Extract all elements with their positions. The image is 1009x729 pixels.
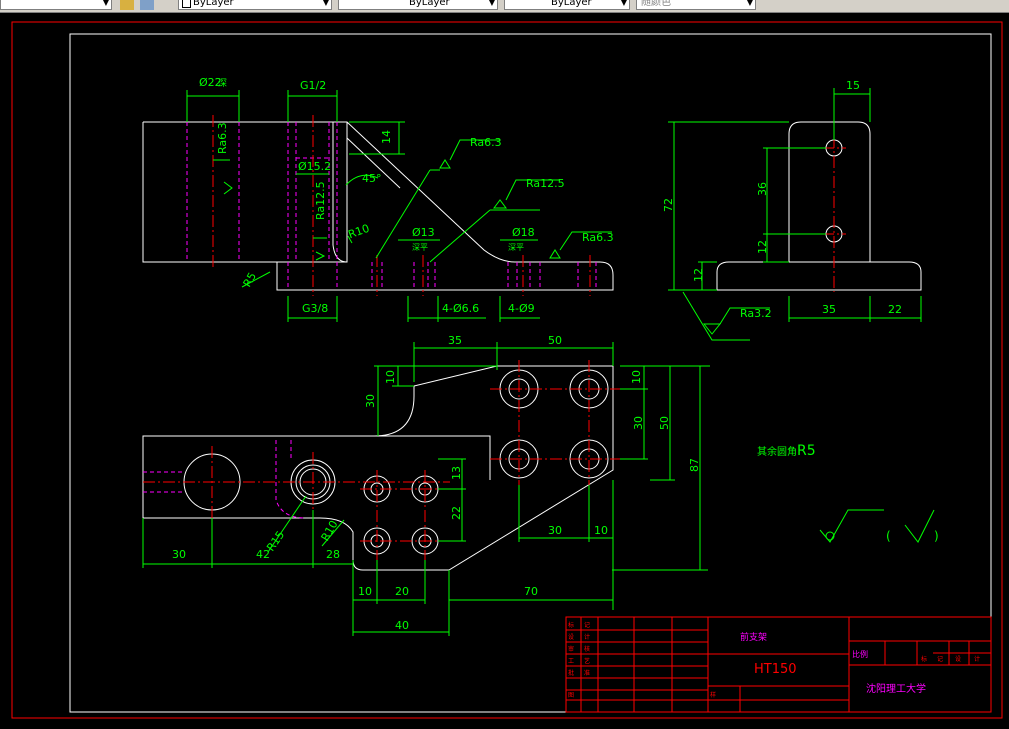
svg-text:40: 40 (395, 619, 409, 632)
school-name: 沈阳理工大学 (866, 682, 926, 695)
general-notes: 其余圆角 R5 ( ) (757, 443, 939, 543)
svg-text:Ø15.2: Ø15.2 (298, 160, 331, 173)
top-view: 35 50 10 30 10 30 50 87 13 22 30 10 R15 … (142, 334, 710, 636)
roughness-symbol (819, 509, 935, 543)
inner-frame (69, 33, 992, 713)
chevron-down-icon[interactable]: ▼ (746, 0, 753, 7)
svg-text:Ø18: Ø18 (512, 226, 535, 239)
svg-text:Ø22: Ø22 (199, 76, 222, 89)
svg-text:50: 50 (548, 334, 562, 347)
svg-text:其余圆角: 其余圆角 (757, 445, 797, 458)
svg-text:设: 设 (568, 633, 574, 641)
svg-text:13: 13 (450, 466, 463, 480)
svg-text:Ra12.5: Ra12.5 (526, 177, 565, 190)
svg-text:4-Ø9: 4-Ø9 (508, 302, 535, 315)
svg-text:(: ( (886, 529, 891, 543)
svg-text:比例: 比例 (852, 649, 868, 659)
svg-text:15: 15 (846, 79, 860, 92)
color-combo[interactable]: ByLayer ▼ (178, 0, 332, 10)
svg-text:10: 10 (630, 370, 643, 384)
svg-text:艺: 艺 (584, 657, 590, 665)
svg-text:72: 72 (662, 198, 675, 212)
svg-text:计: 计 (584, 633, 590, 641)
svg-text:工: 工 (568, 658, 574, 665)
color-swatch-icon (182, 0, 191, 8)
svg-text:): ) (934, 529, 939, 543)
properties-toolbar: ▼ ByLayer ▼ ByLayer ▼ ByLayer ▼ 随颜色 ▼ (0, 0, 1009, 13)
svg-text:核: 核 (584, 645, 590, 653)
svg-text:10: 10 (384, 370, 397, 384)
plotstyle-combo[interactable]: 随颜色 ▼ (636, 0, 756, 10)
svg-text:批: 批 (568, 669, 574, 677)
svg-text:22: 22 (888, 303, 902, 316)
chevron-down-icon[interactable]: ▼ (620, 0, 627, 7)
svg-text:Ra12.5: Ra12.5 (314, 181, 327, 220)
layer-combo[interactable]: ▼ (0, 0, 112, 10)
svg-text:设: 设 (955, 655, 961, 663)
svg-text:30: 30 (364, 394, 377, 408)
svg-text:4-Ø6.6: 4-Ø6.6 (442, 302, 479, 315)
svg-text:G3/8: G3/8 (302, 302, 328, 315)
side-view: 15 72 36 12 12 35 22 Ra3.2 (662, 79, 922, 341)
svg-text:70: 70 (524, 585, 538, 598)
svg-text:30: 30 (548, 524, 562, 537)
svg-text:12: 12 (692, 268, 705, 282)
lineweight-combo[interactable]: ByLayer ▼ (504, 0, 630, 10)
svg-text:42: 42 (256, 548, 270, 561)
svg-text:标: 标 (568, 621, 574, 629)
svg-text:深平: 深平 (508, 243, 524, 252)
linetype-combo[interactable]: ByLayer ▼ (338, 0, 498, 10)
svg-text:图: 图 (568, 692, 574, 699)
svg-text:Ra6.3: Ra6.3 (582, 231, 614, 244)
svg-text:R10: R10 (346, 222, 371, 242)
svg-text:深: 深 (218, 78, 227, 89)
layer-previous-icon[interactable] (140, 0, 154, 10)
svg-text:35: 35 (448, 334, 462, 347)
layer-manager-icon[interactable] (120, 0, 134, 10)
chevron-down-icon[interactable]: ▼ (102, 0, 109, 7)
svg-text:20: 20 (395, 585, 409, 598)
svg-text:14: 14 (380, 130, 393, 144)
svg-text:10: 10 (358, 585, 372, 598)
svg-text:标: 标 (921, 655, 927, 663)
drawing-canvas[interactable]: Ø22 深 G1/2 Ø15.2 14 45° R10 R5 G3/8 Ø13 … (0, 13, 1009, 729)
svg-text:准: 准 (584, 669, 590, 677)
svg-text:Ra6.3: Ra6.3 (216, 122, 229, 154)
chevron-down-icon[interactable]: ▼ (322, 0, 329, 7)
svg-text:R5: R5 (241, 270, 260, 289)
front-view: Ø22 深 G1/2 Ø15.2 14 45° R10 R5 G3/8 Ø13 … (142, 76, 614, 322)
svg-text:样: 样 (710, 691, 716, 699)
svg-text:G1/2: G1/2 (300, 79, 326, 92)
svg-text:10: 10 (594, 524, 608, 537)
svg-text:记: 记 (937, 656, 943, 663)
material-label: HT150 (754, 662, 797, 677)
svg-text:记: 记 (584, 622, 590, 629)
svg-text:30: 30 (172, 548, 186, 561)
svg-text:22: 22 (450, 506, 463, 520)
title-block: 标 记 设 计 审 核 工 艺 批 准 图 样 标 记 设 计 前支架 HT15… (565, 616, 992, 713)
svg-text:30: 30 (632, 416, 645, 430)
svg-text:36: 36 (756, 182, 769, 196)
svg-text:87: 87 (688, 458, 701, 472)
svg-text:12: 12 (756, 240, 769, 254)
svg-text:45°: 45° (362, 172, 382, 185)
svg-text:Ra6.3: Ra6.3 (470, 136, 502, 149)
chevron-down-icon[interactable]: ▼ (488, 0, 495, 7)
svg-text:计: 计 (974, 655, 980, 663)
svg-text:审: 审 (568, 645, 574, 653)
svg-text:Ra3.2: Ra3.2 (740, 307, 772, 320)
svg-text:Ø13: Ø13 (412, 226, 435, 239)
part-name: 前支架 (740, 631, 767, 643)
outer-frame (11, 21, 1003, 719)
svg-text:50: 50 (658, 416, 671, 430)
svg-text:R10: R10 (319, 518, 341, 543)
svg-text:深平: 深平 (412, 243, 428, 252)
svg-text:R5: R5 (797, 443, 816, 459)
svg-text:28: 28 (326, 548, 340, 561)
svg-text:35: 35 (822, 303, 836, 316)
